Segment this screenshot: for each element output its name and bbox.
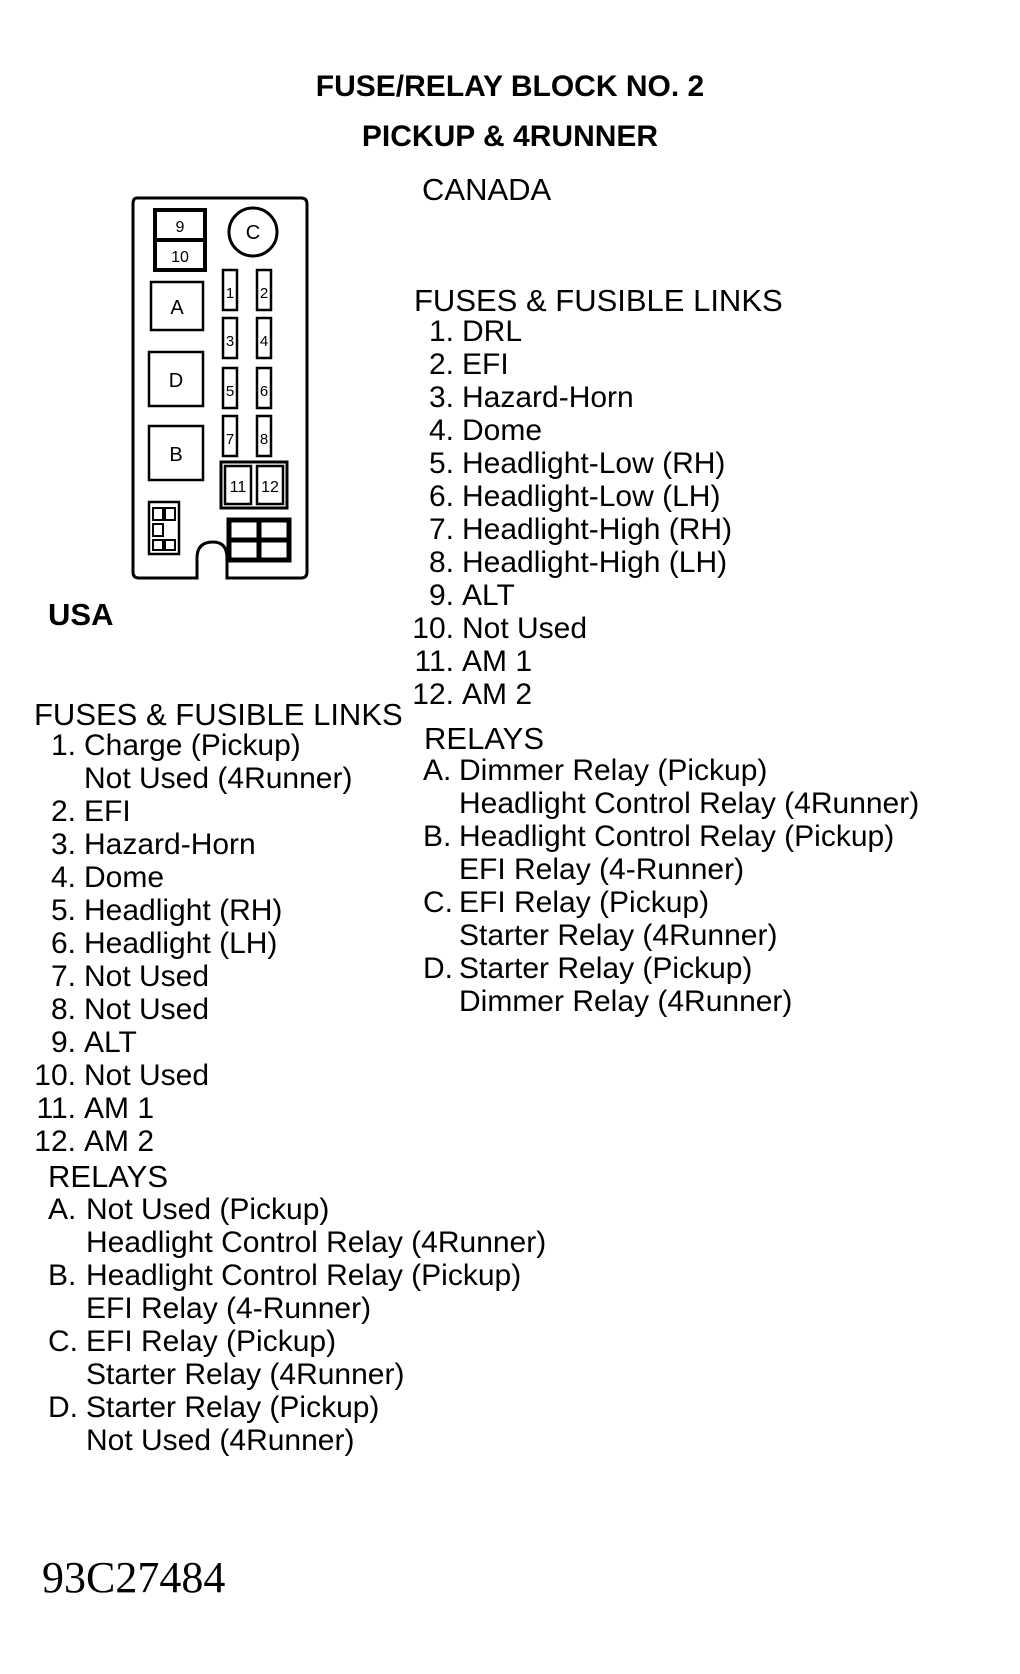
list-item: 11.AM 1 [414, 645, 533, 678]
list-item: Not Used (4Runner) [86, 1424, 355, 1457]
fuse-2-label: 2 [260, 285, 268, 302]
list-item: 9.ALT [50, 1026, 137, 1059]
list-item: B.Headlight Control Relay (Pickup) [48, 1259, 522, 1292]
fuse-10-label: 10 [171, 249, 189, 266]
relay-b-label: B [169, 444, 182, 466]
list-item: Not Used (4Runner) [84, 762, 353, 795]
canada-heading: CANADA [422, 172, 552, 207]
usa-heading: USA [48, 597, 114, 632]
list-item: 1.DRL [428, 315, 523, 348]
fuse-6-slot [255, 366, 273, 410]
relay-c-label: C [246, 222, 260, 244]
list-item: 10.Not Used [34, 1059, 210, 1092]
fuse-3-label: 3 [226, 333, 234, 350]
list-item: 11.AM 1 [36, 1092, 155, 1125]
fusible-link-11-slot [223, 464, 253, 506]
page-subtitle: PICKUP & 4RUNNER [361, 120, 659, 153]
fusible-link-11-label: 11 [230, 479, 247, 496]
usa-relays-heading: RELAYS [48, 1159, 169, 1194]
list-item: Starter Relay (4Runner) [459, 919, 778, 952]
list-item: 3.Hazard-Horn [428, 381, 634, 414]
list-item: 4.Dome [428, 414, 543, 447]
list-item: Headlight Control Relay (4Runner) [86, 1226, 547, 1259]
list-item: Headlight Control Relay (4Runner) [459, 787, 920, 820]
list-item: 6.Headlight-Low (LH) [428, 480, 721, 513]
list-item: 1.Charge (Pickup) [50, 729, 301, 762]
canada-relay-list: A.Dimmer Relay (Pickup) Headlight Contro… [423, 754, 919, 1018]
relay-b-slot [147, 424, 205, 482]
list-item: 12.AM 2 [34, 1125, 155, 1158]
list-item: C.EFI Relay (Pickup) [48, 1325, 337, 1358]
fuse-7-label: 7 [226, 431, 234, 448]
usa-relay-list: A.Not Used (Pickup) Headlight Control Re… [48, 1193, 546, 1457]
list-item: B.Headlight Control Relay (Pickup) [423, 820, 895, 853]
relay-c-slot [227, 206, 279, 258]
connector-left [147, 500, 181, 556]
list-item: Dimmer Relay (4Runner) [459, 985, 793, 1018]
relay-a-slot [149, 280, 205, 332]
list-item: A.Dimmer Relay (Pickup) [423, 754, 768, 787]
fuse-8-slot [255, 414, 273, 458]
list-item: 12.AM 2 [412, 678, 533, 711]
list-item: A.Not Used (Pickup) [48, 1193, 330, 1226]
list-item: 8.Headlight-High (LH) [428, 546, 728, 579]
fusible-link-12-slot [255, 464, 285, 506]
fuse-3-slot [221, 316, 239, 360]
relay-a-label: A [170, 297, 184, 319]
usa-fuses-heading: FUSES & FUSIBLE LINKS [34, 697, 403, 732]
fusible-link-housing [219, 460, 289, 510]
list-item: 7.Headlight-High (RH) [428, 513, 733, 546]
page-title: FUSE/RELAY BLOCK NO. 2 [315, 70, 705, 103]
list-item: D.Starter Relay (Pickup) [48, 1391, 380, 1424]
fuse-4-slot [255, 316, 273, 360]
fuse-6-label: 6 [260, 383, 268, 400]
relay-d-slot [147, 350, 205, 408]
fuse-5-label: 5 [226, 383, 234, 400]
list-item: 9.ALT [428, 579, 515, 612]
list-item: D.Starter Relay (Pickup) [423, 952, 753, 985]
list-item: EFI Relay (4-Runner) [86, 1292, 372, 1325]
list-item: Starter Relay (4Runner) [86, 1358, 405, 1391]
usa-fuse-list: 1.Charge (Pickup) Not Used (4Runner) 2.E… [30, 729, 352, 1158]
list-item: 8.Not Used [50, 993, 210, 1026]
housing-outline [131, 196, 309, 580]
list-item: 4.Dome [50, 861, 165, 894]
list-item: 3.Hazard-Horn [50, 828, 256, 861]
list-item: 6.Headlight (LH) [50, 927, 278, 960]
fuse-2-slot [255, 268, 273, 312]
list-item: 2.EFI [50, 795, 131, 828]
list-item: 7.Not Used [50, 960, 210, 993]
list-item: 10.Not Used [412, 612, 588, 645]
fuse-5-slot [221, 366, 239, 410]
fuse-7-slot [221, 414, 239, 458]
list-item: EFI Relay (4-Runner) [459, 853, 745, 886]
canada-fuse-list: 1.DRL 2.EFI 3.Hazard-Horn 4.Dome 5.Headl… [408, 315, 732, 711]
figure-code: 93C27484 [42, 1553, 226, 1602]
relay-d-label: D [169, 370, 183, 392]
list-item: C.EFI Relay (Pickup) [423, 886, 710, 919]
list-item: 5.Headlight-Low (RH) [428, 447, 726, 480]
fuse-8-label: 8 [260, 431, 268, 448]
fuse-10-slot [153, 238, 207, 272]
fuse-block-diagram: 9 10 C 1 2 A 3 4 D 5 6 7 8 B 11 12 [131, 196, 309, 580]
list-item: 5.Headlight (RH) [50, 894, 283, 927]
canada-relays-heading: RELAYS [424, 721, 545, 756]
fuse-4-label: 4 [260, 333, 268, 350]
canada-fuses-heading: FUSES & FUSIBLE LINKS [414, 283, 783, 318]
list-item: 2.EFI [428, 348, 509, 381]
fuse-1-label: 1 [226, 285, 234, 302]
fuse-9-label: 9 [176, 219, 185, 236]
fusible-link-12-label: 12 [261, 479, 279, 496]
fuse-1-slot [221, 268, 239, 312]
